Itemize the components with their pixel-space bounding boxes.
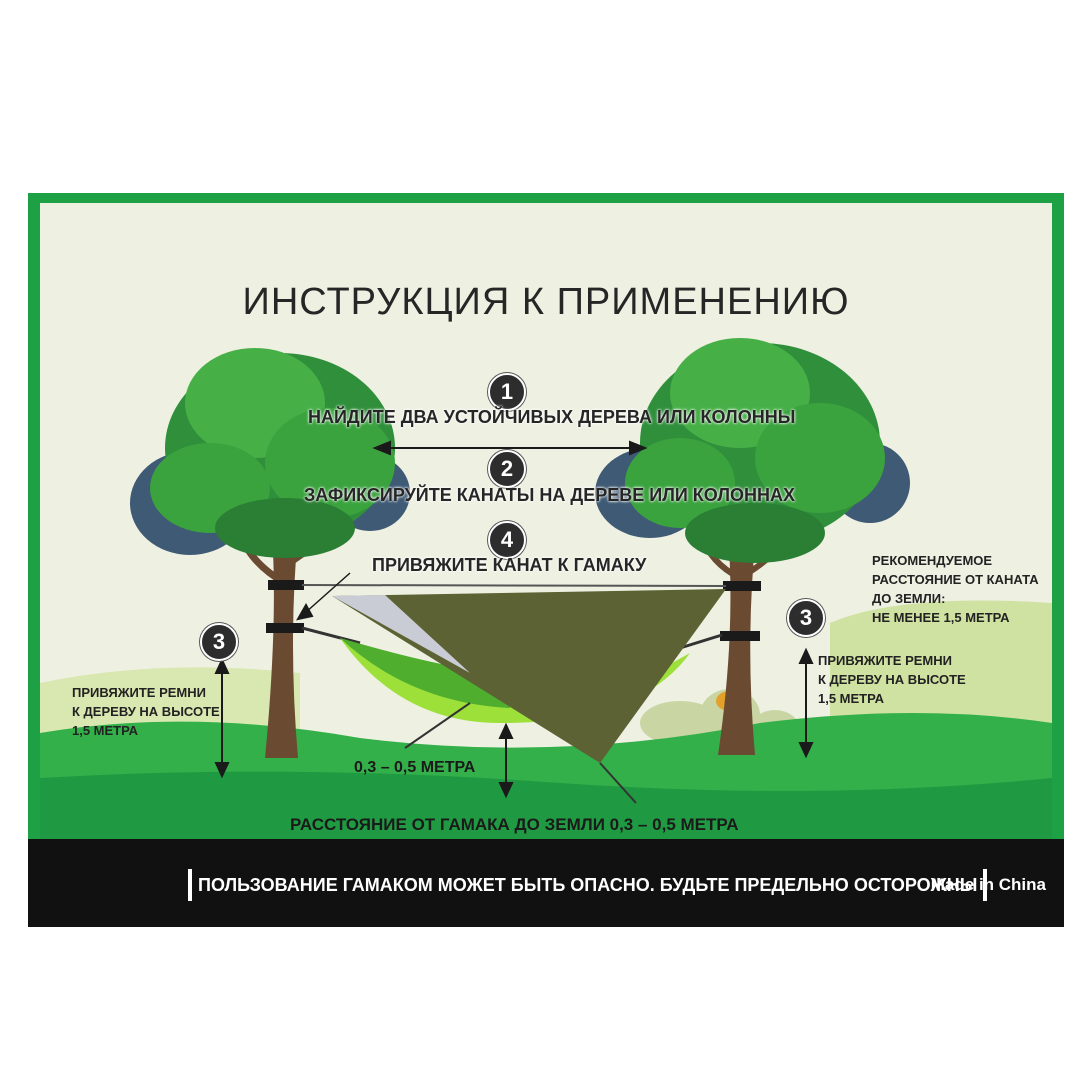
strap-right-lower bbox=[720, 631, 760, 641]
tree-right-canopy bbox=[595, 338, 910, 563]
page-title: ИНСТРУКЦИЯ К ПРИМЕНЕНИЮ bbox=[242, 281, 850, 323]
illustration-panel: ИНСТРУКЦИЯ К ПРИМЕНЕНИЮ 1 НАЙДИТЕ ДВА УС… bbox=[40, 203, 1052, 839]
hammock-illustration bbox=[40, 338, 1052, 839]
step-2-text: ЗАФИКСИРУЙТЕ КАНАТЫ НА ДЕРЕВЕ ИЛИ КОЛОНН… bbox=[304, 485, 795, 505]
right-distance-note: РЕКОМЕНДУЕМОЕ РАССТОЯНИЕ ОТ КАНАТА ДО ЗЕ… bbox=[872, 553, 1039, 625]
tree-left-trunk bbox=[265, 533, 298, 758]
ground-distance-text: РАССТОЯНИЕ ОТ ГАМАКА ДО ЗЕМЛИ 0,3 – 0,5 … bbox=[290, 815, 739, 834]
step-4-text: ПРИВЯЖИТЕ КАНАТ К ГАМАКУ bbox=[372, 555, 647, 575]
made-in-label: Made in China bbox=[930, 875, 1046, 894]
measure-arrows bbox=[214, 440, 814, 799]
tree-left-canopy bbox=[130, 348, 410, 558]
strap-right-upper bbox=[723, 581, 761, 591]
instruction-sheet: ИНСТРУКЦИЯ К ПРИМЕНЕНИЮ 1 НАЙДИТЕ ДВА УС… bbox=[28, 193, 1064, 927]
ridge-line bbox=[301, 584, 727, 587]
step-1-text: НАЙДИТЕ ДВА УСТОЙЧИВЫХ ДЕРЕВА ИЛИ КОЛОНН… bbox=[308, 407, 796, 427]
left-strap-note: ПРИВЯЖИТЕ РЕМНИ К ДЕРЕВУ НА ВЫСОТЕ 1,5 М… bbox=[72, 685, 220, 738]
step-4-badge: 4 bbox=[488, 521, 526, 559]
rain-tarp bbox=[332, 589, 726, 763]
step-3-left-badge: 3 bbox=[200, 623, 238, 661]
step-1-badge: 1 bbox=[488, 373, 526, 411]
strap-left-lower bbox=[266, 623, 304, 633]
right-strap-note: ПРИВЯЖИТЕ РЕМНИ К ДЕРЕВУ НА ВЫСОТЕ 1,5 М… bbox=[818, 653, 966, 706]
strap-left-upper bbox=[268, 580, 304, 590]
hammock-height-label: 0,3 – 0,5 МЕТРА bbox=[354, 759, 476, 776]
footer-bar: ПОЛЬЗОВАНИЕ ГАМАКОМ МОЖЕТ БЫТЬ ОПАСНО. Б… bbox=[28, 839, 1064, 927]
step-2-badge: 2 bbox=[488, 450, 526, 488]
safety-warning: ПОЛЬЗОВАНИЕ ГАМАКОМ МОЖЕТ БЫТЬ ОПАСНО. Б… bbox=[188, 869, 988, 901]
step-3-right-badge: 3 bbox=[787, 599, 825, 637]
